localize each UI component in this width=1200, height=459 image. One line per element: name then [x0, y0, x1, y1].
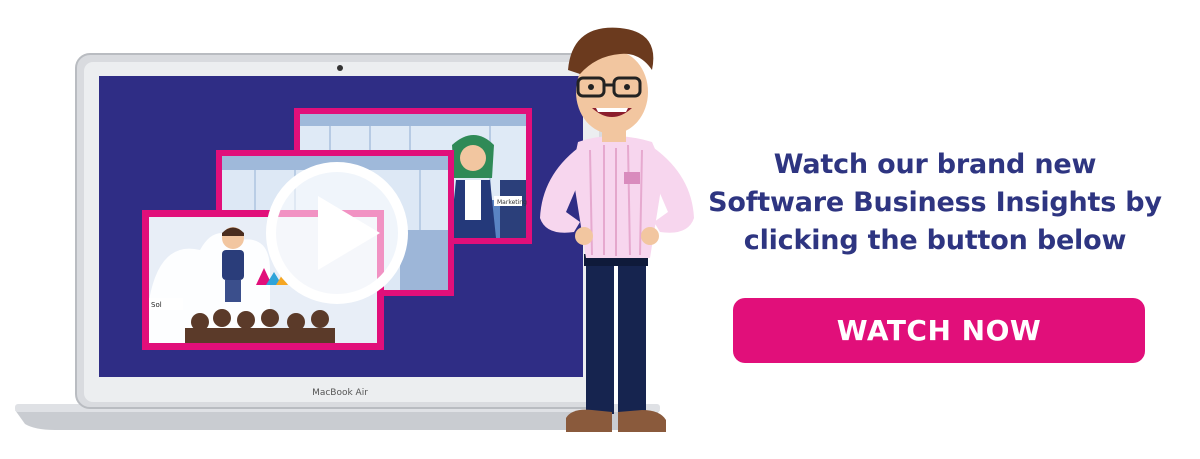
- webcam-icon: [337, 65, 343, 71]
- promo-headline: Watch our brand new Software Business In…: [690, 146, 1180, 260]
- headline-line-1: Watch our brand new: [773, 149, 1097, 180]
- play-icon: [318, 196, 380, 270]
- play-button[interactable]: [266, 162, 408, 304]
- headline-line-3: clicking the button below: [743, 225, 1127, 256]
- watch-now-button[interactable]: WATCH NOW: [733, 298, 1145, 363]
- laptop-brand-label: MacBook Air: [312, 388, 368, 398]
- laptop-base: [15, 410, 660, 430]
- back-sign-label: Marketing: [497, 199, 527, 206]
- front-sign-label: Sol: [151, 301, 162, 309]
- presenter-character: [540, 27, 694, 432]
- headline-line-2: Software Business Insights by: [708, 187, 1162, 218]
